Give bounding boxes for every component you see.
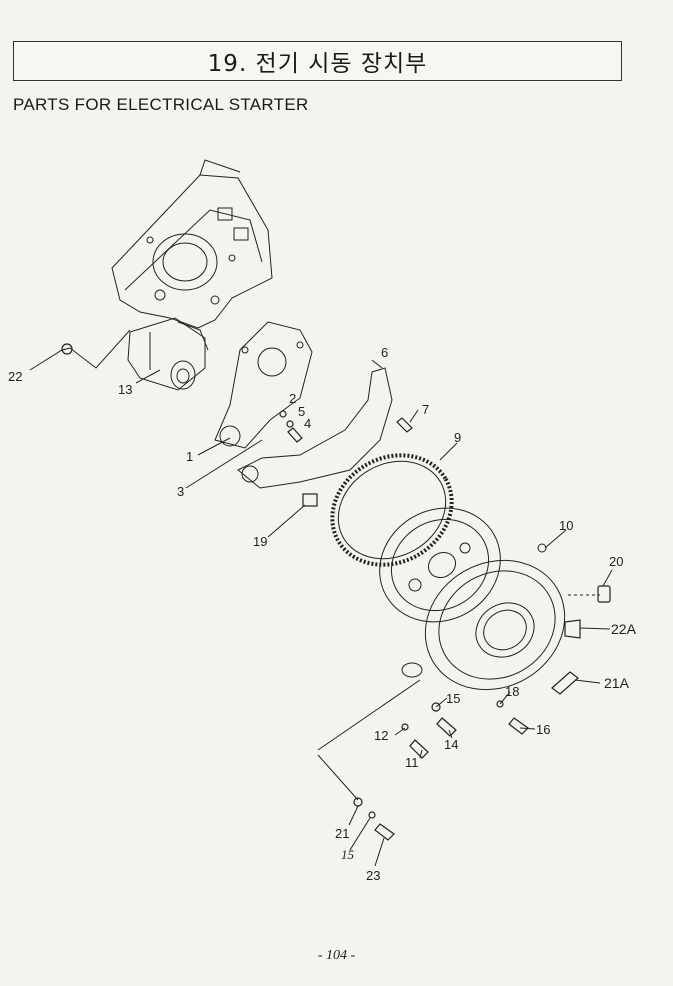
callout-6: 6 [381,345,388,360]
part-21a-drawing [551,671,579,695]
part-21-drawing [353,797,363,807]
callout-5: 5 [298,404,305,419]
part-4-drawing [287,427,303,443]
callout-2: 2 [289,391,296,406]
ring-gear-drawing [330,453,454,567]
flywheel-housing-drawing [401,543,566,691]
callout-3: 3 [177,484,184,499]
callout-21: 21 [335,826,349,841]
leader-lines [29,329,613,867]
callout-10: 10 [559,518,573,533]
part-15b-drawing [368,811,376,819]
callout-22: 22 [8,369,22,384]
part-5-drawing [286,420,294,428]
callout-16: 16 [536,722,550,737]
starter-motor-drawing [127,317,209,391]
callout-15-lower: 15 [341,847,355,862]
callout-7: 7 [422,402,429,417]
callout-20: 20 [609,554,623,569]
section-title-box: 19. 전기 시동 장치부 [13,41,622,81]
callout-12: 12 [374,728,388,743]
part-11-drawing [409,739,429,759]
part-2-drawing [279,410,287,418]
callout-18: 18 [505,684,519,699]
callout-21a: 21A [604,675,630,691]
flywheel-drawing [379,507,501,623]
flange-plate-drawing [214,321,313,449]
callout-11: 11 [405,755,419,770]
part-16-drawing [508,717,529,735]
part-23-drawing [374,823,395,841]
part-7-drawing [396,417,413,433]
callout-19: 19 [253,534,267,549]
cover-plate-drawing [237,367,393,489]
small-parts-drawing [61,343,611,841]
part-14-drawing [436,717,457,737]
callout-22a: 22A [611,621,637,637]
callout-9: 9 [454,430,461,445]
callout-15: 15 [446,691,460,706]
page-number: - 104 - [317,948,356,963]
callout-1: 1 [186,449,193,464]
section-title: 19. 전기 시동 장치부 [207,51,428,77]
part-22a-drawing [564,619,581,639]
callout-labels: 1 2 3 4 5 6 7 9 10 11 12 13 14 15 15 16 … [8,345,637,883]
engine-block-drawing [111,159,273,329]
callout-4: 4 [304,416,311,431]
part-20-drawing [597,585,611,603]
callout-14: 14 [444,737,458,752]
callout-23: 23 [366,868,380,883]
part-19-drawing [302,493,318,507]
section-subtitle: PARTS FOR ELECTRICAL STARTER [13,95,309,114]
callout-13: 13 [118,382,132,397]
